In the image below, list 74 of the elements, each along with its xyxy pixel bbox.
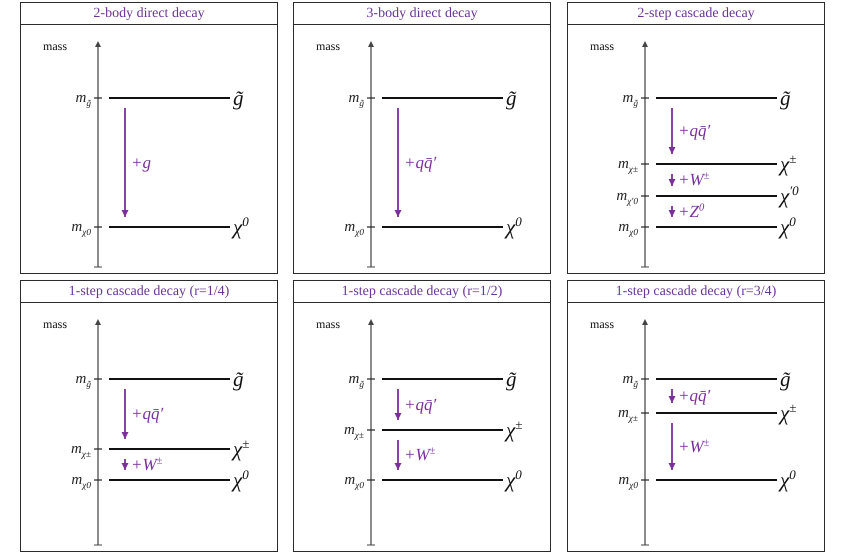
panel-title: 1-step cascade decay (r=1/4)	[21, 281, 277, 303]
mass-symbol: m$_{χ±}$	[616, 156, 638, 172]
mass-symbol: m$_{χ′0}$	[615, 188, 638, 204]
particle-symbol: g̃	[779, 370, 792, 388]
decay-panel	[293, 280, 551, 552]
mass-symbol: m$_{χ0}$	[617, 472, 638, 488]
mass-symbol: m$_{g̃}$	[74, 371, 91, 387]
decay-panel	[567, 2, 825, 274]
mass-symbol: m$_{g̃}$	[622, 371, 638, 387]
particle-symbol: χ$^{0}$	[230, 218, 250, 236]
decay-panel	[20, 2, 278, 274]
decay-arrow	[122, 389, 128, 439]
edge-label: +W$^{±}$	[131, 456, 162, 472]
decay-arrow	[122, 459, 128, 470]
mass-symbol: m$_{χ±}$	[616, 405, 638, 421]
mass-symbol: m$_{χ0}$	[70, 219, 91, 235]
decay-panel	[20, 280, 278, 552]
edge-label: +g	[131, 154, 151, 170]
edge-label: +qq̄′	[404, 396, 436, 412]
decay-arrow	[394, 389, 402, 420]
panel-title: 3-body direct decay	[294, 3, 550, 25]
particle-symbol: χ$^{0}$	[777, 471, 797, 489]
decay-arrow	[394, 108, 402, 217]
axis-label: mass	[43, 39, 67, 53]
particle-symbol: χ$^{±}$	[777, 155, 798, 173]
particle-symbol: χ$^{0}$	[503, 471, 523, 489]
particle-symbol: χ$^{0}$	[503, 218, 523, 236]
decay-arrow	[668, 389, 676, 403]
particle-symbol: g̃	[505, 370, 518, 388]
decay-arrow	[668, 206, 676, 217]
decay-arrow	[394, 440, 402, 470]
particle-symbol: χ$^{0}$	[777, 218, 797, 236]
mass-symbol: m$_{g̃}$	[74, 90, 91, 106]
mass-symbol: m$_{χ±}$	[70, 441, 91, 457]
particle-symbol: g̃	[779, 89, 792, 107]
edge-label: +qq̄′	[678, 123, 710, 139]
edge-label: +Z$^{0}$	[678, 204, 704, 220]
particle-symbol: χ$^{±}$	[230, 440, 250, 458]
particle-symbol: χ$^{±}$	[503, 421, 524, 439]
mass-symbol: m$_{χ0}$	[343, 219, 364, 235]
mass-symbol: m$_{χ0}$	[70, 472, 91, 488]
panel-title: 2-step cascade decay	[568, 3, 824, 25]
particle-symbol: χ$^{0}$	[230, 471, 250, 489]
decay-arrow	[122, 108, 128, 217]
edge-label: +qq̄′	[678, 388, 710, 404]
decay-arrow	[668, 423, 676, 470]
mass-symbol: m$_{χ±}$	[342, 422, 364, 438]
decay-arrow	[668, 174, 676, 186]
edge-label: +W$^{±}$	[678, 438, 710, 454]
axis-label: mass	[43, 317, 67, 331]
edge-label: +qq̄′	[404, 154, 436, 170]
particle-symbol: χ$^{′0}$	[777, 187, 800, 205]
panel-title: 1-step cascade decay (r=3/4)	[568, 281, 824, 303]
decay-panel	[567, 280, 825, 552]
edge-label: +qq̄′	[131, 406, 164, 422]
mass-symbol: m$_{χ0}$	[343, 472, 364, 488]
panel-title: 2-body direct decay	[21, 3, 277, 25]
edge-label: +W$^{±}$	[404, 447, 436, 463]
edge-label: +W$^{±}$	[678, 172, 710, 188]
particle-symbol: g̃	[232, 370, 244, 388]
decay-arrow	[668, 108, 676, 154]
mass-symbol: m$_{g̃}$	[622, 90, 638, 106]
panel-title: 1-step cascade decay (r=1/2)	[294, 281, 550, 303]
axis-label: mass	[590, 317, 614, 331]
axis-label: mass	[590, 39, 614, 53]
axis-label: mass	[316, 39, 340, 53]
particle-symbol: g̃	[505, 89, 518, 107]
particle-symbol: g̃	[232, 89, 244, 107]
decay-panel	[293, 2, 551, 274]
mass-symbol: m$_{χ0}$	[617, 219, 638, 235]
particle-symbol: χ$^{±}$	[777, 404, 798, 422]
mass-symbol: m$_{g̃}$	[348, 90, 364, 106]
mass-symbol: m$_{g̃}$	[348, 371, 364, 387]
axis-label: mass	[316, 317, 340, 331]
